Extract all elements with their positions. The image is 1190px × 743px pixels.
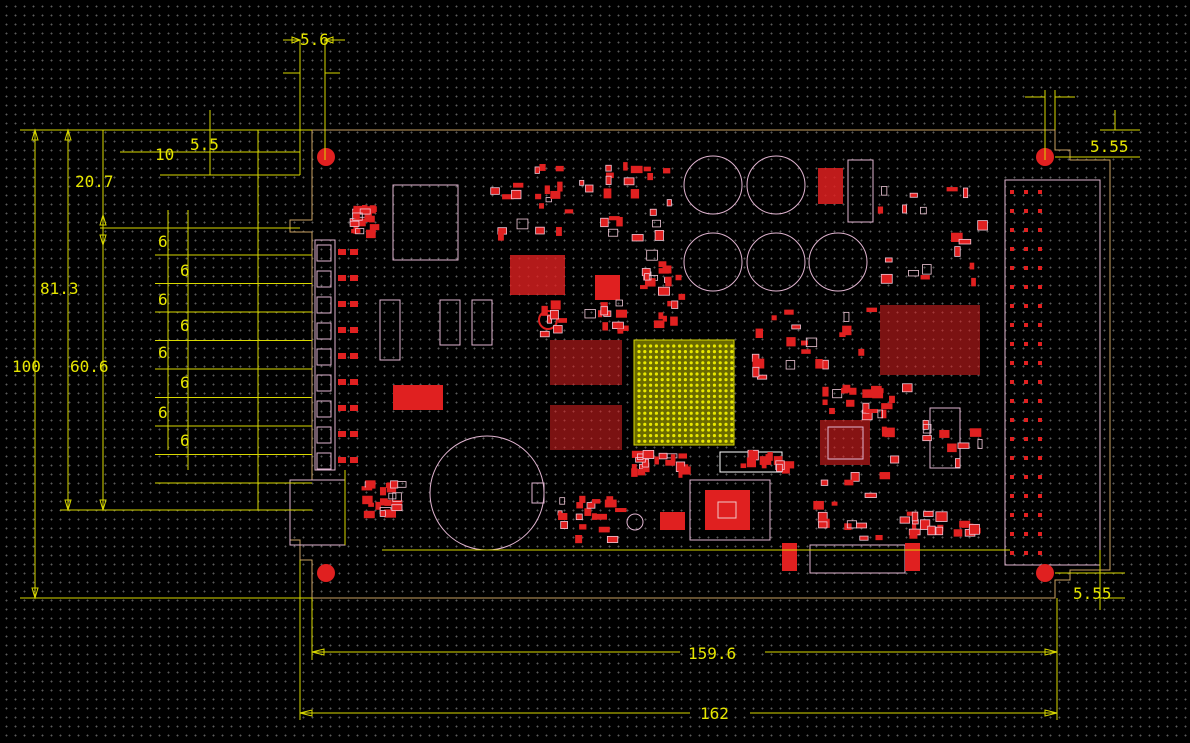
coin-cell-holder (429, 435, 545, 551)
mount-holes (317, 148, 1054, 582)
bga-chip-icon (633, 339, 735, 446)
dim-pitch-7: 6 (158, 403, 168, 422)
dim-pitch-1: 6 (158, 232, 168, 251)
power-jack-outline (289, 479, 346, 546)
dim-pitch-4: 6 (180, 316, 190, 335)
dim-right-top-5-55: 5.55 (1090, 137, 1129, 156)
dim-pitch-3: 6 (158, 290, 168, 309)
dim-162: 162 (700, 704, 729, 723)
dim-81-3: 81.3 (40, 279, 79, 298)
dim-159-6: 159.6 (688, 644, 736, 663)
dim-pitch-6: 6 (180, 373, 190, 392)
dim-20-7: 20.7 (75, 172, 114, 191)
edge-connector-outline (1004, 179, 1101, 566)
dim-pitch-8: 6 (180, 431, 190, 450)
components (349, 155, 1042, 574)
mount-hole-icon (317, 564, 335, 582)
dim-right-bottom-5-55: 5.55 (1073, 584, 1112, 603)
dim-100: 100 (12, 357, 41, 376)
dimensions (20, 36, 1140, 720)
dim-top-5-6: 5.6 (300, 30, 329, 49)
dim-pitch-2: 6 (180, 261, 190, 280)
dim-60-6: 60.6 (70, 357, 109, 376)
mount-hole-icon (317, 148, 335, 166)
dim-pitch-5: 6 (158, 343, 168, 362)
sd-socket (392, 184, 459, 261)
left-connector (289, 239, 358, 546)
mount-hole-icon (1036, 564, 1054, 582)
dim-10: 10 (155, 145, 174, 164)
dim-5-5: 5.5 (190, 135, 219, 154)
